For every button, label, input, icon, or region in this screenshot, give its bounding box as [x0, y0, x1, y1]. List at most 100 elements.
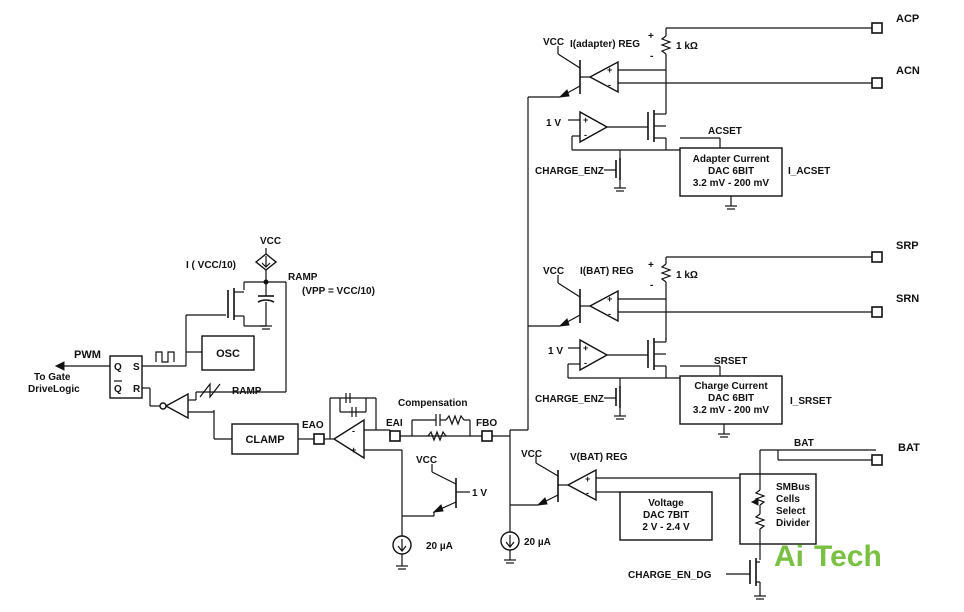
charge-enz-a: CHARGE_ENZ — [535, 166, 604, 177]
one-v-a: 1 V — [546, 118, 561, 129]
vcc-mid: VCC — [543, 266, 564, 277]
pin-acp: ACP — [666, 13, 919, 34]
voltage-dac-line2: DAC 7BIT — [643, 510, 689, 521]
pwm-comparator: RAMP — [142, 382, 286, 420]
svg-text:-: - — [584, 130, 587, 140]
minus-a: - — [650, 51, 653, 62]
vcc-top: VCC — [543, 37, 564, 48]
pin-bat: BAT — [778, 442, 920, 466]
srn-label: SRN — [896, 293, 919, 305]
bat-sense-resistor: 1 kΩ + - — [648, 257, 698, 340]
i-20ua-a: 20 µA — [426, 541, 453, 552]
acset-label: ACSET — [708, 126, 742, 137]
voltage-dac-line3: 2 V - 2.4 V — [642, 522, 690, 533]
vcc-bat: VCC — [521, 449, 542, 460]
latch-qbar: Q — [114, 384, 122, 395]
srp-label: SRP — [896, 240, 919, 252]
svg-text:+: + — [583, 343, 588, 353]
vcc-eao: VCC — [416, 455, 437, 466]
i-20ua-b: 20 µA — [524, 537, 551, 548]
svg-text:+: + — [607, 65, 612, 75]
compensation-label: Compensation — [398, 398, 467, 409]
pin-srn: SRN — [666, 293, 919, 318]
svg-text:+: + — [585, 474, 590, 484]
svg-text:+: + — [351, 445, 356, 455]
charge-enz-switch-b: CHARGE_ENZ — [535, 378, 626, 420]
adapter-sense-resistor: 1 kΩ + - — [648, 28, 698, 110]
adapter-mosfet — [647, 110, 667, 150]
v-bat-reg: V(BAT) REG — [570, 452, 628, 463]
adapter-reg-transistor: VCC I(adapter) REG — [528, 37, 640, 98]
ramp-source-label: I ( VCC/10) — [186, 260, 236, 271]
svg-text:-: - — [608, 309, 611, 319]
ramp-label: RAMP — [288, 272, 318, 283]
i-srset-label: I_SRSET — [790, 396, 832, 407]
eao-pin: EAO — [298, 420, 325, 445]
bat-pin-label: BAT — [898, 442, 920, 454]
logo-tech-text: Tech — [814, 540, 882, 573]
bat-node-label: BAT — [794, 438, 814, 449]
adapter-dac-line1: Adapter Current — [693, 154, 770, 165]
charge-dac-line1: Charge Current — [694, 381, 768, 392]
fbo-pin: FBO — [476, 418, 510, 442]
eao-clamp-transistor: VCC 1 V — [402, 455, 487, 517]
voltage-dac-line1: Voltage — [648, 498, 684, 509]
current-source-fbo: 20 µA — [500, 530, 551, 564]
voltage-amp: + - — [558, 468, 740, 502]
charge-reg-transistor: VCC I(BAT) REG — [528, 266, 634, 327]
voltage-reg-transistor: VCC V(BAT) REG — [510, 449, 628, 506]
one-kohm-a: 1 kΩ — [676, 41, 698, 52]
clamp-block: CLAMP — [213, 410, 299, 455]
one-v-b: 1 V — [548, 346, 563, 357]
to-gate-line1: To Gate — [34, 372, 71, 383]
svg-text:-: - — [352, 426, 355, 436]
pin-acn: ACN — [666, 65, 920, 89]
smbus-divider: SMBus Cells Select Divider BAT — [739, 438, 876, 560]
smbus-line4: Divider — [776, 518, 810, 529]
svg-text:-: - — [608, 80, 611, 90]
svg-text:-: - — [586, 488, 589, 498]
acp-label: ACP — [896, 13, 919, 25]
charge-dac-line3: 3.2 mV - 200 mV — [693, 405, 769, 416]
charge-mosfet — [647, 338, 667, 378]
logo-ai-text: Ai — [774, 540, 804, 573]
charge-enz-switch-a: CHARGE_ENZ — [535, 150, 626, 192]
charge-dac-line2: DAC 6BIT — [708, 393, 754, 404]
voltage-dac: Voltage DAC 7BIT 2 V - 2.4 V — [619, 491, 713, 541]
adapter-dac-line3: 3.2 mV - 200 mV — [693, 178, 769, 189]
adapter-1v-comparator: + - 1 V — [546, 110, 680, 151]
fbo-label: FBO — [476, 418, 497, 429]
adapter-current-amp: + - — [580, 60, 666, 94]
smbus-line3: Select — [776, 506, 806, 517]
pin-srp: SRP — [666, 240, 919, 263]
charge-en-dg: CHARGE_EN_DG — [628, 570, 712, 581]
error-amp: - + — [324, 393, 403, 516]
smbus-line1: SMBus — [776, 482, 810, 493]
adapter-current-dac: ACSET Adapter Current DAC 6BIT 3.2 mV - … — [679, 126, 830, 210]
ramp-lower-label: RAMP — [232, 386, 262, 397]
one-v-c: 1 V — [472, 488, 487, 499]
minus-b: - — [650, 280, 653, 291]
ramp-generator: VCC I ( VCC/10) RAMP (VPP = VCC/10) — [186, 236, 375, 392]
adapter-dac-line2: DAC 6BIT — [708, 166, 754, 177]
charge-current-dac: SRSET Charge Current DAC 6BIT 3.2 mV - 2… — [679, 356, 832, 438]
charge-en-dg-switch: CHARGE_EN_DG — [628, 558, 766, 600]
svg-text:+: + — [583, 115, 588, 125]
eao-label: EAO — [302, 420, 324, 431]
pwm-label: PWM — [74, 349, 101, 361]
vcc-ramp: VCC — [260, 236, 281, 247]
latch-s: S — [133, 362, 140, 373]
clamp-label: CLAMP — [245, 434, 284, 446]
fbo-bus — [509, 97, 529, 530]
latch-q: Q — [114, 362, 122, 373]
one-kohm-b: 1 kΩ — [676, 270, 698, 281]
plus-a: + — [648, 31, 654, 42]
i-adapter-reg: I(adapter) REG — [570, 39, 640, 50]
srset-label: SRSET — [714, 356, 747, 367]
charge-enz-b: CHARGE_ENZ — [535, 394, 604, 405]
smbus-line2: Cells — [776, 494, 800, 505]
charge-1v-comparator: + - 1 V — [548, 338, 680, 379]
acn-label: ACN — [896, 65, 920, 77]
current-source-eao: 20 µA — [392, 516, 453, 570]
